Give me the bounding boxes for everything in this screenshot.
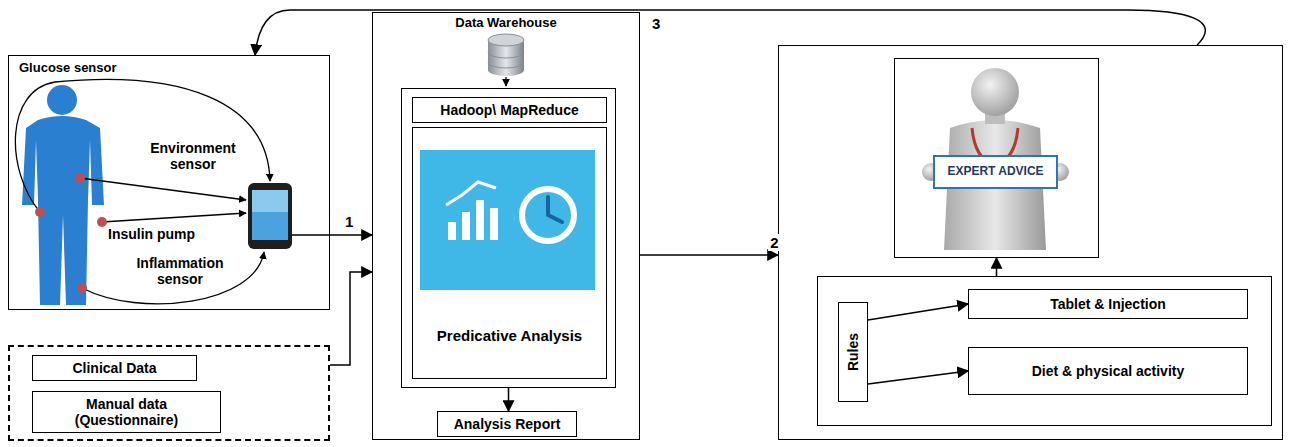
step-number: 2: [768, 234, 780, 251]
rules-box: Rules: [838, 302, 868, 402]
hadoop-group: Hadoop\ MapReducePredicative Analysis: [401, 88, 616, 388]
advice-panel: EXPERT ADVICE Rules Tablet & InjectionDiet…: [778, 45, 1283, 440]
input-group: Clinical DataManual data (Questionnaire): [8, 345, 330, 441]
sensor-wires: [15, 79, 330, 303]
flow-arrow: [996, 258, 998, 276]
treatment-box: Tablet & Injection: [968, 289, 1248, 319]
flow-arrow: [255, 10, 1205, 55]
expert-frame: EXPERT ADVICE: [894, 58, 1099, 258]
node-label: Diet & physical activity: [1032, 363, 1185, 379]
sensor-dots: [35, 173, 107, 293]
node-label: Predicative Analysis: [437, 327, 582, 344]
person-figure: [22, 85, 104, 305]
node-label: Tablet & Injection: [1050, 296, 1166, 312]
data-box: Clinical Data: [32, 355, 197, 381]
flow-arrow: [640, 254, 778, 256]
process-box: Hadoop\ MapReduce: [412, 97, 607, 123]
sensor-label: Inflammation sensor: [125, 255, 235, 287]
rules-group: Rules Tablet & InjectionDiet & physical a…: [817, 276, 1272, 426]
report-box: Analysis Report: [437, 411, 577, 437]
analytics-icon: [420, 150, 595, 290]
flow-arrow: [330, 234, 372, 236]
node-label: Data Warehouse: [373, 16, 639, 31]
flow-arrow: [330, 272, 372, 365]
node-label: Glucose sensor: [19, 61, 117, 76]
smartphone: [248, 183, 292, 249]
treatment-box: Diet & physical activity: [968, 347, 1248, 395]
doctor-figure: [922, 68, 1069, 250]
step-number: 3: [650, 15, 662, 32]
flow-arrow: [868, 371, 968, 384]
database-cylinder: [488, 34, 524, 86]
processing-panel: Data WarehouseHadoop\ MapReducePredicati…: [372, 12, 640, 440]
data-box: Manual data (Questionnaire): [32, 391, 221, 433]
sensor-label: Environment sensor: [138, 140, 248, 172]
node-label: EXPERT ADVICE: [933, 155, 1058, 189]
sensor-label: Insulin pump: [108, 226, 238, 242]
node-label: Hadoop\ MapReduce: [440, 102, 578, 118]
flow-arrow: [508, 388, 510, 411]
flow-arrow: [868, 304, 968, 320]
node-label: Analysis Report: [454, 416, 561, 432]
step-number: 1: [343, 213, 355, 230]
node-label: Manual data (Questionnaire): [33, 396, 220, 428]
node-label: Clinical Data: [72, 360, 156, 376]
node-label: Rules: [845, 333, 861, 371]
analysis-box: Predicative Analysis: [412, 127, 607, 379]
